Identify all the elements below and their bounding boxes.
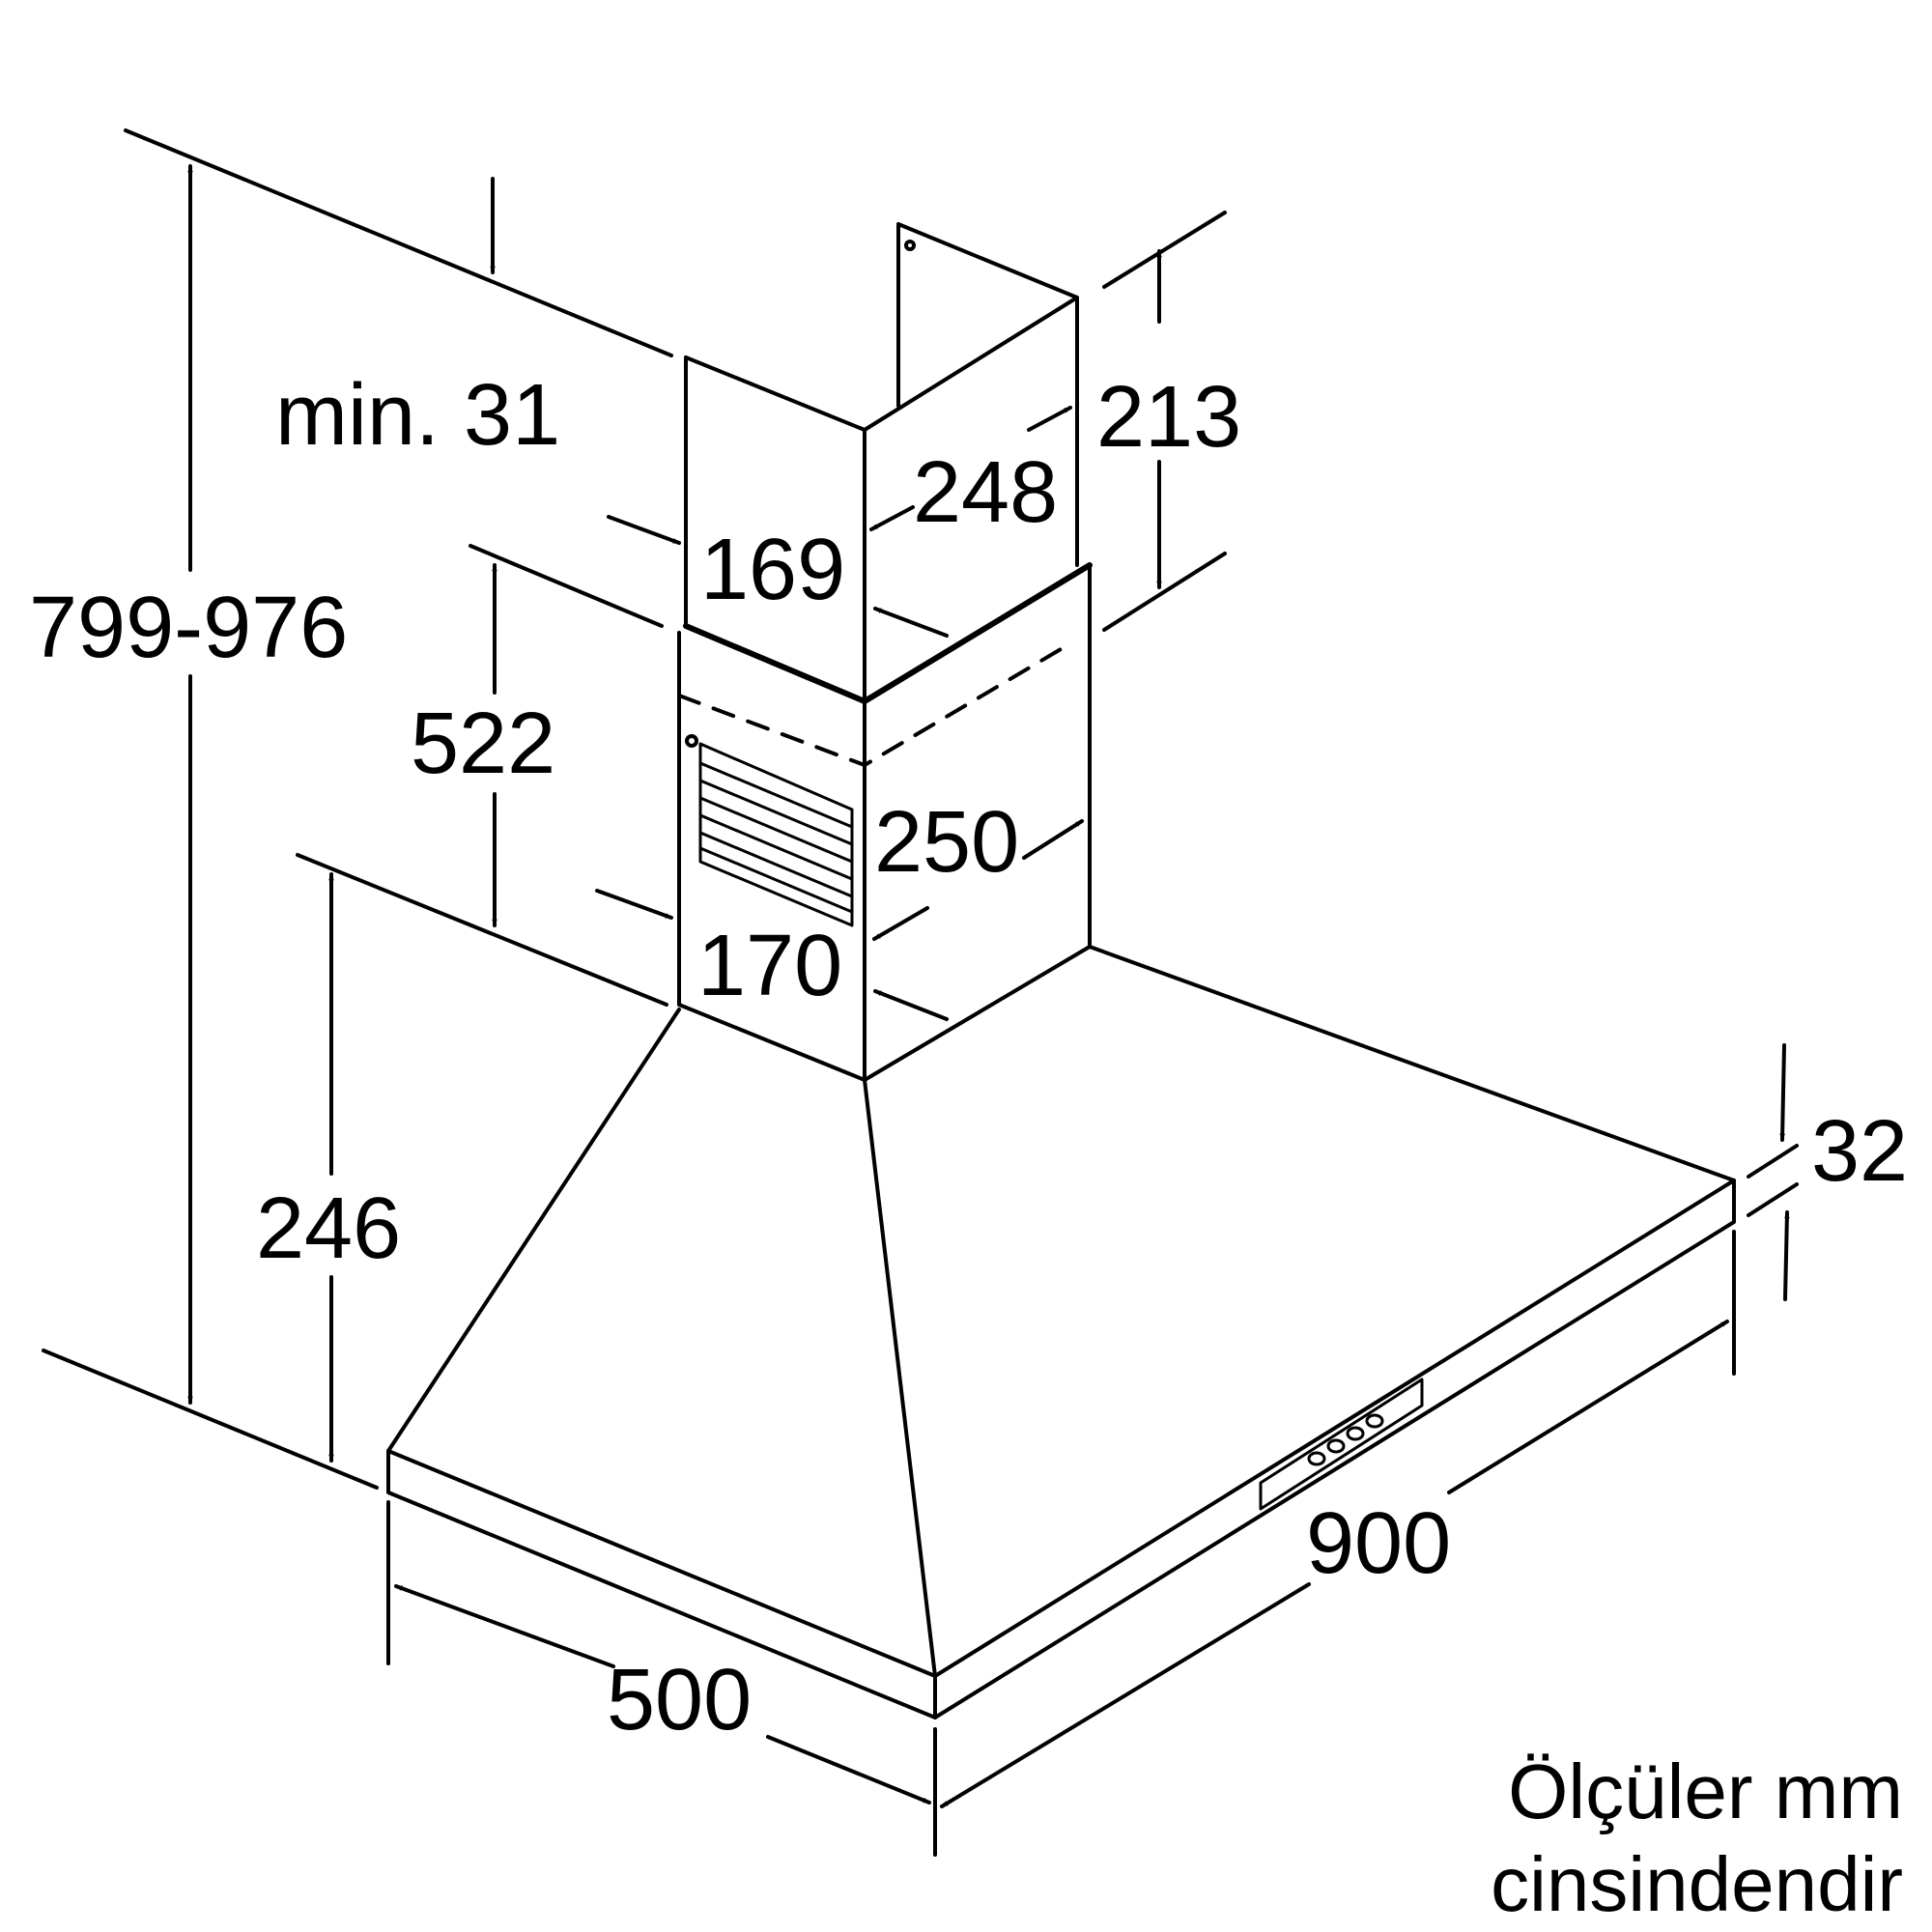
dim-label-upper-chimney-side: 169: [700, 522, 845, 618]
dim-label-canopy-width: 900: [1306, 1495, 1451, 1592]
control-button-icon: [1346, 1426, 1365, 1441]
dim-label-total-height: 799-976: [29, 580, 348, 676]
dim-label-lower-chimney-front: 250: [874, 794, 1019, 891]
dim-label-rim-thickness: 32: [1811, 1103, 1908, 1200]
dim-label-upper-chimney-top: 213: [1096, 369, 1241, 466]
control-button-icon: [1307, 1451, 1326, 1466]
control-button-icon: [1365, 1413, 1384, 1429]
dim-label-upper-chimney-front: 248: [913, 444, 1058, 541]
units-note-line-1: Ölçüler mm: [1508, 1748, 1903, 1834]
control-button-icon: [1326, 1438, 1346, 1454]
units-note: Ölçüler mm cinsindendir: [1491, 1748, 1903, 1927]
lower-chimney: [677, 562, 1093, 1082]
control-panel: [1259, 1378, 1424, 1511]
dimension-lines: [42, 128, 1799, 1857]
screw-hole-icon: [685, 734, 698, 748]
dim-label-lower-chimney-height: 522: [411, 696, 555, 792]
dimension-labels: 799-976 min. 31 169 248 213 522 250 170 …: [29, 367, 1908, 1748]
vent-grille-icon: [698, 742, 854, 927]
upper-chimney: [684, 222, 1079, 699]
dim-label-canopy-height: 246: [256, 1180, 401, 1277]
dim-label-lower-chimney-side: 170: [697, 918, 842, 1014]
canopy: [386, 945, 1736, 1719]
dim-label-min-gap: min. 31: [275, 367, 560, 464]
dim-label-canopy-depth: 500: [607, 1652, 752, 1748]
hood-outline: [386, 222, 1736, 1719]
screw-hole-icon: [904, 240, 916, 251]
units-note-line-2: cinsindendir: [1491, 1841, 1903, 1927]
